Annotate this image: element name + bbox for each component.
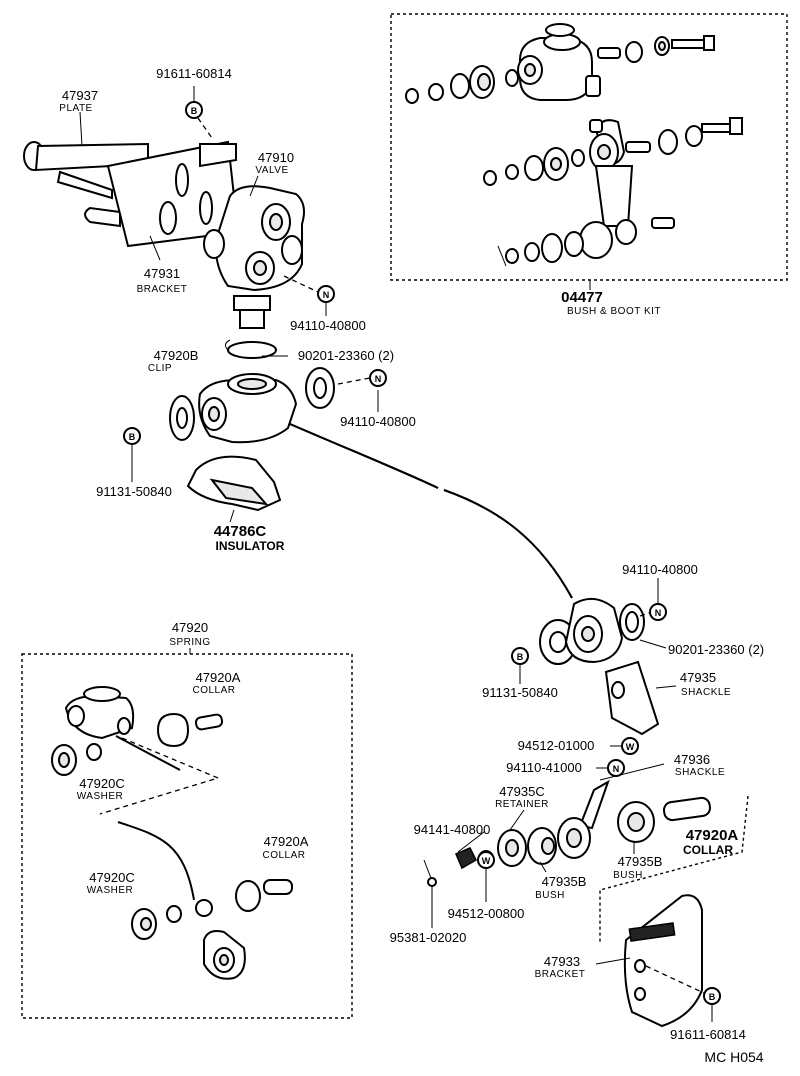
label-47935B1-name: BUSH (535, 890, 565, 901)
bracket-47933-drawing (623, 894, 703, 1028)
label-94141-number: 94141-40800 (414, 822, 491, 837)
dash-94110b (337, 377, 371, 385)
label-91131a-number: 91131-50840 (96, 484, 172, 499)
label-94512b-number: 94512-00800 (448, 906, 525, 921)
kit-04477-drawing (405, 23, 743, 267)
spring-box-47920 (21, 653, 353, 1019)
label-91131b-number: 91131-50840 (482, 685, 558, 700)
label-44786C-number: 44786C (214, 523, 267, 540)
code-marker-94110c: N (649, 603, 667, 621)
valve-47910-drawing (203, 185, 305, 329)
bracket-47931-drawing (106, 140, 240, 248)
label-47920B-number: 47920B (154, 348, 199, 363)
label-94110b-number: 94110-40800 (340, 414, 416, 429)
label-90201b-number: 90201-23360 (2) (668, 642, 764, 657)
svg-text:B: B (191, 106, 198, 116)
svg-text:B: B (129, 432, 136, 442)
kit-box-04477 (390, 13, 788, 281)
footer-diagram-code: MC H054 (704, 1049, 763, 1065)
lower-valve-drawing (539, 597, 645, 665)
leader-lines (79, 86, 713, 1022)
label-91611b-number: 91611-60814 (670, 1027, 746, 1042)
shackle-47935-drawing (604, 660, 660, 736)
cable-drawing (289, 423, 573, 599)
code-marker-91611a: B (185, 101, 203, 119)
dash-94110a (283, 275, 319, 293)
dash-91611a (197, 117, 213, 139)
spring-47920-drawing (51, 686, 293, 980)
label-47920-name: SPRING (169, 637, 210, 648)
insulator-44786C-drawing (186, 455, 282, 512)
label-47933-number: 47933 (544, 954, 580, 969)
label-47937-name: PLATE (59, 103, 92, 114)
code-marker-94512b: W (477, 851, 495, 869)
svg-text:W: W (626, 742, 635, 752)
label-47936-name: SHACKLE (675, 767, 725, 778)
label-47920C1-name: WASHER (77, 791, 124, 802)
label-47931-name: BRACKET (137, 284, 188, 295)
label-47920C1-number: 47920C (79, 776, 125, 791)
label-94110d-number: 94110-41000 (506, 760, 582, 775)
svg-text:N: N (375, 374, 382, 384)
label-47920C2-number: 47920C (89, 870, 135, 885)
dash-91611b (645, 965, 707, 995)
code-marker-91131a: B (123, 427, 141, 445)
label-47935C-number: 47935C (499, 784, 545, 799)
label-95381-number: 95381-02020 (390, 930, 467, 945)
label-47920A1-name: COLLAR (192, 685, 235, 696)
code-marker-94110a: N (317, 285, 335, 303)
label-47935-name: SHACKLE (681, 687, 731, 698)
svg-text:B: B (517, 652, 524, 662)
svg-text:B: B (709, 992, 716, 1002)
label-47931-number: 47931 (144, 266, 180, 281)
valve-body-drawing (169, 367, 335, 444)
label-47935B2-name: BUSH (613, 870, 643, 881)
label-47933-name: BRACKET (535, 969, 586, 980)
label-47920A2-number: 47920A (264, 834, 309, 849)
code-marker-94110b: N (369, 369, 387, 387)
label-47935B2-number: 47935B (618, 854, 663, 869)
label-47920A3-name: COLLAR (683, 843, 733, 857)
clip-47920B-drawing (224, 339, 277, 359)
shackle-47936-drawing (557, 779, 610, 859)
code-marker-94110d: N (607, 759, 625, 777)
code-marker-91131b: B (511, 647, 529, 665)
code-marker-94512a: W (621, 737, 639, 755)
label-94512a-number: 94512-01000 (518, 738, 595, 753)
label-47910-number: 47910 (258, 150, 294, 165)
label-47910-name: VALVE (255, 165, 288, 176)
label-04477-number: 04477 (561, 289, 603, 306)
label-04477-name: BUSH & BOOT KIT (567, 306, 661, 317)
label-94110c-number: 94110-40800 (622, 562, 698, 577)
label-47920B-name: CLIP (148, 363, 172, 374)
svg-text:W: W (482, 856, 491, 866)
label-47935-number: 47935 (680, 670, 716, 685)
label-47920A3-number: 47920A (686, 827, 739, 844)
label-47920A1-number: 47920A (196, 670, 241, 685)
bush-collar-right-drawing (617, 796, 711, 843)
svg-text:N: N (613, 764, 620, 774)
label-47920C2-name: WASHER (87, 885, 134, 896)
label-47936-number: 47936 (674, 752, 710, 767)
svg-text:N: N (323, 290, 330, 300)
label-90201a-number: 90201-23360 (2) (298, 348, 394, 363)
label-47937-number: 47937 (62, 88, 98, 103)
label-47935C-name: RETAINER (495, 799, 549, 810)
label-94110a-number: 94110-40800 (290, 318, 366, 333)
collar-bracket-dash (599, 795, 749, 944)
code-marker-91611b: B (703, 987, 721, 1005)
label-47920A2-name: COLLAR (262, 850, 305, 861)
label-47920-number: 47920 (172, 620, 208, 635)
label-47935B1-number: 47935B (542, 874, 587, 889)
label-44786C-name: INSULATOR (216, 539, 285, 553)
label-91611a-number: 91611-60814 (156, 66, 232, 81)
svg-text:N: N (655, 608, 662, 618)
